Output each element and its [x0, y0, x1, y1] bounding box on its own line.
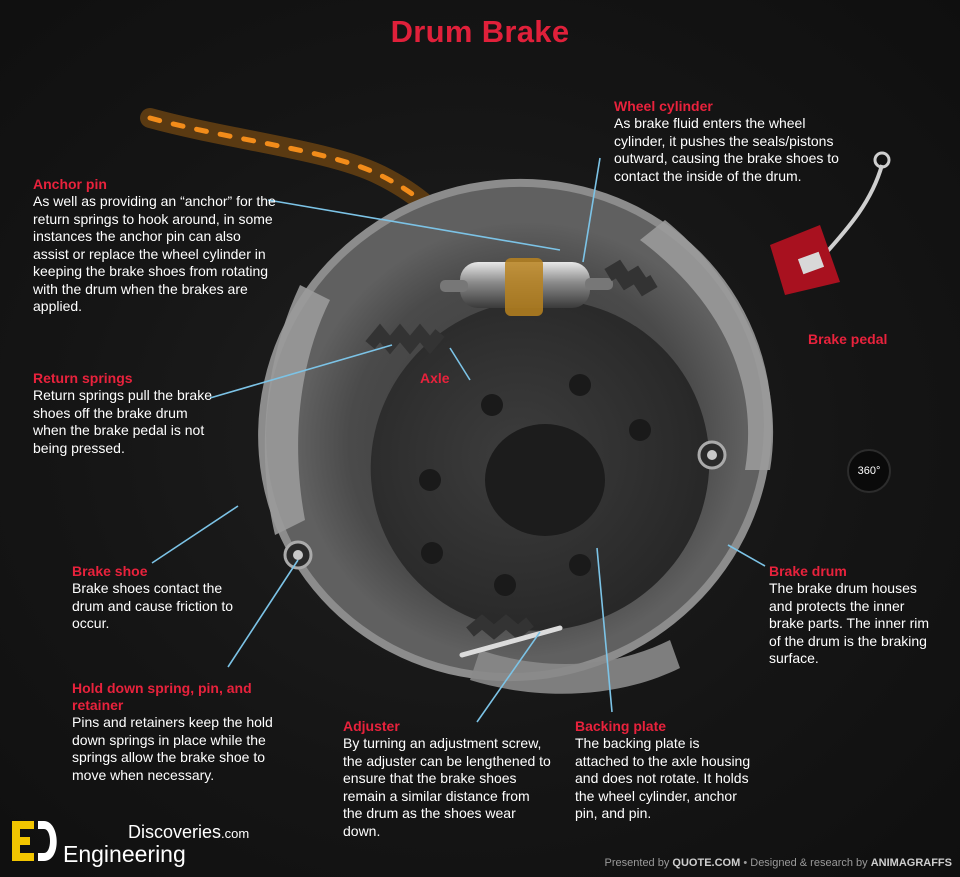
- callout-text: Return springs pull the brake shoes off …: [33, 387, 212, 456]
- callout-text: The brake drum houses and protects the i…: [769, 580, 930, 666]
- leader-adjuster: [476, 631, 541, 723]
- callout-text: The backing plate is attached to the axl…: [575, 735, 751, 821]
- brake-shoes: [264, 220, 774, 694]
- brake-pedal-graphic: [770, 151, 891, 295]
- rotate-360-icon[interactable]: 360°: [847, 449, 891, 493]
- page-title: Drum Brake: [390, 14, 570, 49]
- leader-return-springs: [209, 344, 393, 399]
- adjuster-assembly: [459, 614, 563, 658]
- leader-anchor-pin: [267, 199, 561, 251]
- callout-text: Brake shoes contact the drum and cause f…: [72, 580, 234, 631]
- leader-brake-shoe: [151, 505, 239, 564]
- callout-text: As well as providing an “anchor” for the…: [33, 193, 276, 314]
- callout-title: Hold down spring, pin, and retainer: [72, 680, 252, 713]
- callout-brake-shoe: Brake shoe Brake shoes contact the drum …: [72, 563, 247, 633]
- callout-title: Brake drum: [769, 563, 847, 579]
- hold-down-pins: [283, 440, 727, 570]
- leader-axle: [449, 347, 471, 381]
- callout-title: Backing plate: [575, 718, 667, 734]
- callout-title: Return springs: [33, 370, 133, 386]
- leader-brake-drum: [727, 544, 766, 567]
- callout-title: Anchor pin: [33, 176, 107, 192]
- callout-title: Adjuster: [343, 718, 400, 734]
- axle-label: Axle: [420, 370, 450, 386]
- logo-ed-icon: [12, 821, 57, 861]
- leader-wheel-cylinder: [582, 157, 601, 263]
- callout-anchor-pin: Anchor pin As well as providing an “anch…: [33, 176, 278, 316]
- callout-wheel-cylinder: Wheel cylinder As brake fluid enters the…: [614, 98, 839, 185]
- callout-adjuster: Adjuster By turning an adjustment screw,…: [343, 718, 553, 840]
- leader-backing-plate: [596, 547, 613, 713]
- callout-title: Wheel cylinder: [614, 98, 713, 114]
- callout-hold-down-spring: Hold down spring, pin, and retainer Pins…: [72, 680, 297, 784]
- logo-top-text: Discoveries.com: [128, 822, 250, 842]
- brake-pedal-label: Brake pedal: [808, 331, 888, 347]
- callout-title: Brake shoe: [72, 563, 148, 579]
- callout-text: Pins and retainers keep the hold down sp…: [72, 714, 273, 783]
- callout-return-springs: Return springs Return springs pull the b…: [33, 370, 213, 457]
- leader-hold-down: [227, 559, 299, 668]
- callout-text: As brake fluid enters the wheel cylinder…: [614, 115, 839, 184]
- wheel-cylinder: [440, 258, 613, 316]
- leader-lines: [151, 157, 766, 723]
- engineering-discoveries-logo: Discoveries.com Engineering: [8, 815, 308, 870]
- callout-backing-plate: Backing plate The backing plate is attac…: [575, 718, 755, 823]
- callout-text: By turning an adjustment screw, the adju…: [343, 735, 551, 839]
- logo-bottom-text: Engineering: [63, 841, 186, 867]
- backing-plate: [370, 299, 710, 631]
- callout-brake-drum: Brake drum The brake drum houses and pro…: [769, 563, 941, 668]
- credits-line: Presented by QUOTE.COM • Designed & rese…: [604, 857, 952, 869]
- return-springs: [365, 259, 658, 355]
